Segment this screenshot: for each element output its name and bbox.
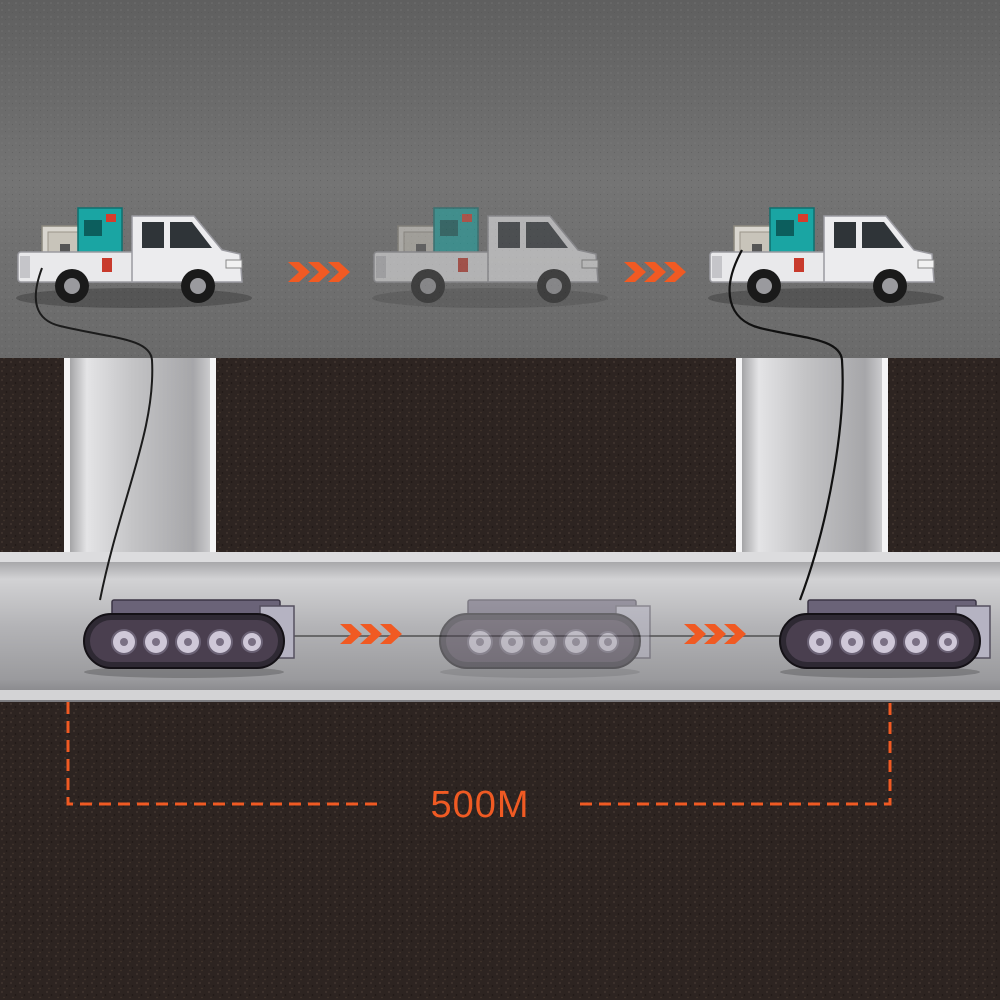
crawler-robot-icon [83, 599, 295, 679]
tether-cable-left [34, 267, 154, 601]
distance-bracket-left [66, 702, 378, 806]
access-shaft-right [736, 358, 888, 558]
access-shaft-left [64, 358, 216, 558]
tether-cable-right [728, 249, 844, 601]
distance-bracket-right [580, 702, 892, 806]
crawler-robot-icon [779, 599, 991, 679]
crawler-layer [83, 599, 991, 679]
distance-label: 500M [430, 783, 530, 826]
crawler-robot-icon [439, 599, 651, 679]
